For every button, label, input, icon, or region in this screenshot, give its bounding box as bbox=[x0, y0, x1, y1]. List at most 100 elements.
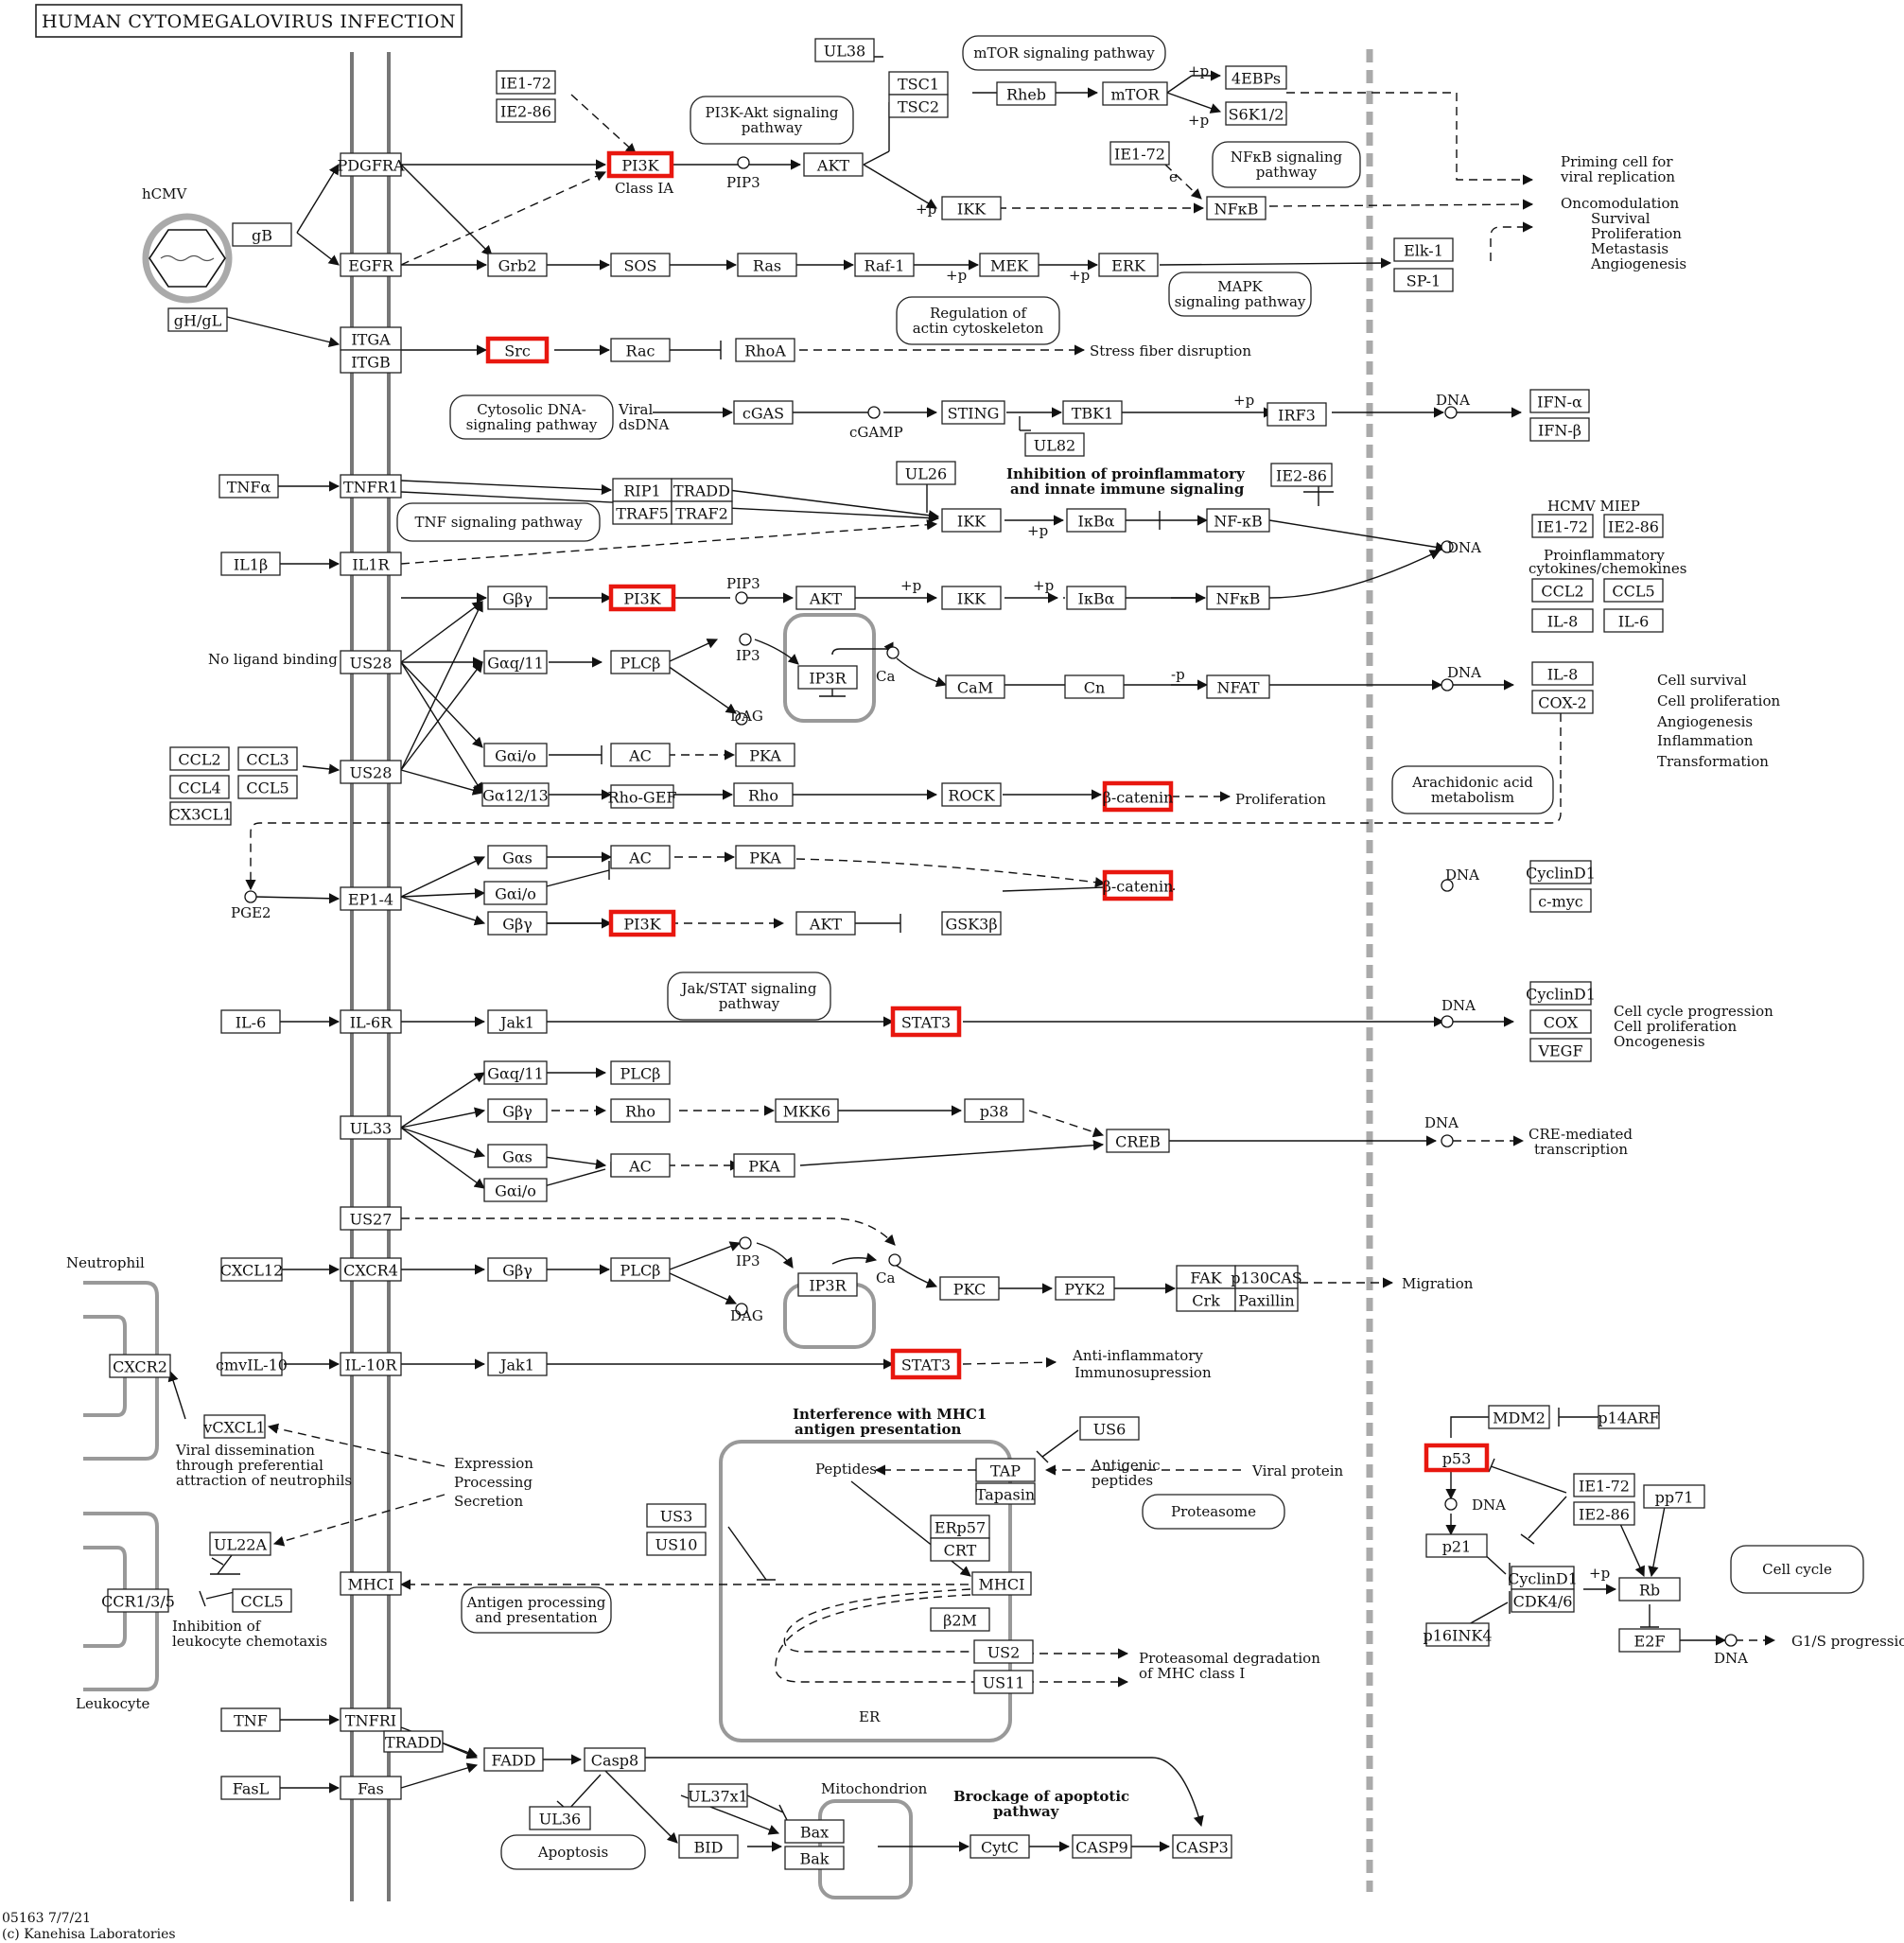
gene-ie1-72b[interactable]: IE1-72 bbox=[1109, 141, 1170, 166]
gene-cxcr4[interactable]: CXCR4 bbox=[340, 1257, 402, 1282]
gene-ul38[interactable]: UL38 bbox=[814, 38, 875, 62]
pathway-proteasome[interactable]: Proteasome bbox=[1142, 1494, 1285, 1530]
gene-e2f[interactable]: E2F bbox=[1618, 1628, 1681, 1653]
gene-crk[interactable]: Crk bbox=[1176, 1287, 1236, 1312]
gene-mhci-er[interactable]: MHCI bbox=[971, 1571, 1032, 1596]
gene-4ebps[interactable]: 4EBPs bbox=[1225, 65, 1287, 90]
gene-cytc[interactable]: CytC bbox=[969, 1834, 1030, 1859]
gene-tradd-2[interactable]: TRADD bbox=[383, 1730, 444, 1753]
gene-ac-3[interactable]: AC bbox=[610, 1153, 671, 1178]
gene-grb2[interactable]: Grb2 bbox=[487, 253, 548, 277]
gene-gby-3[interactable]: Gβγ bbox=[487, 1098, 548, 1123]
gene-casp3[interactable]: CASP3 bbox=[1172, 1834, 1232, 1859]
gene-pkc[interactable]: PKC bbox=[939, 1276, 1000, 1301]
gene-il-10r[interactable]: IL-10R bbox=[340, 1352, 402, 1376]
gene-ep1-4[interactable]: EP1-4 bbox=[340, 886, 402, 911]
gene-pka-3[interactable]: PKA bbox=[733, 1153, 795, 1178]
gene-tbk1[interactable]: TBK1 bbox=[1062, 400, 1123, 425]
gene-p130cas[interactable]: p130CAS bbox=[1231, 1265, 1302, 1289]
pathway-dna[interactable]: Cytosolic DNA-signaling pathway bbox=[449, 394, 614, 440]
gene-pi3k-1[interactable]: PI3K bbox=[606, 150, 674, 179]
gene-cxcr2[interactable]: CXCR2 bbox=[109, 1354, 171, 1378]
gene-us11[interactable]: US11 bbox=[973, 1670, 1034, 1694]
gene-bax[interactable]: Bax bbox=[784, 1819, 845, 1844]
gene-p53[interactable]: p53 bbox=[1424, 1443, 1490, 1473]
gene-pp71[interactable]: pp71 bbox=[1643, 1484, 1705, 1509]
gene-itga[interactable]: ITGA bbox=[340, 326, 402, 351]
pathway-tnf[interactable]: TNF signaling pathway bbox=[396, 502, 601, 542]
gene-bak[interactable]: Bak bbox=[784, 1846, 845, 1870]
gene-tap[interactable]: TAP bbox=[975, 1458, 1036, 1482]
gene-gby-1[interactable]: Gβγ bbox=[487, 586, 548, 610]
gene-ul37x1[interactable]: UL37x1 bbox=[688, 1783, 748, 1808]
gene-gai-1[interactable]: Gαi/o bbox=[483, 743, 548, 767]
gene-p21[interactable]: p21 bbox=[1425, 1533, 1488, 1558]
gene-ul33[interactable]: UL33 bbox=[340, 1115, 402, 1140]
gene-plcb-2[interactable]: PLCβ bbox=[610, 1060, 671, 1085]
gene-cyclind1-2[interactable]: CyclinD1 bbox=[1526, 981, 1596, 1006]
gene-erk[interactable]: ERK bbox=[1098, 253, 1159, 277]
gene-gsk3b[interactable]: GSK3β bbox=[941, 911, 1002, 936]
gene-gby-2[interactable]: Gβγ bbox=[487, 911, 548, 936]
gene-casp9[interactable]: CASP9 bbox=[1072, 1834, 1132, 1859]
gene-fas[interactable]: Fas bbox=[340, 1776, 402, 1800]
gene-cxcl12[interactable]: CXCL12 bbox=[220, 1257, 284, 1282]
gene-us3[interactable]: US3 bbox=[646, 1503, 707, 1528]
gene-rock[interactable]: ROCK bbox=[941, 782, 1002, 807]
gene-s6k1-2[interactable]: S6K1/2 bbox=[1225, 101, 1287, 126]
gene-itgb[interactable]: ITGB bbox=[340, 349, 402, 374]
gene-tnfa[interactable]: TNFα bbox=[218, 474, 279, 499]
gene-elk-1[interactable]: Elk-1 bbox=[1393, 237, 1454, 262]
gene-tsc2[interactable]: TSC2 bbox=[888, 94, 949, 118]
gene-gaq11-2[interactable]: Gαq/11 bbox=[483, 1060, 548, 1085]
gene-ikba-2[interactable]: IκBα bbox=[1066, 586, 1127, 610]
gene-ikk-3[interactable]: IKK bbox=[941, 586, 1002, 610]
gene-cgas[interactable]: cGAS bbox=[733, 400, 794, 425]
gene-mhci-m[interactable]: MHCI bbox=[340, 1571, 402, 1596]
gene-ie1-72a[interactable]: IE1-72 bbox=[496, 70, 556, 95]
gene-akt-3[interactable]: AKT bbox=[795, 911, 856, 936]
gene-ul22a[interactable]: UL22A bbox=[209, 1532, 271, 1556]
gene-akt-2[interactable]: AKT bbox=[795, 586, 856, 610]
gene-us6[interactable]: US6 bbox=[1079, 1416, 1140, 1441]
gene-ie1-72c[interactable]: IE1-72 bbox=[1531, 514, 1594, 538]
gene-casp8[interactable]: Casp8 bbox=[584, 1747, 646, 1772]
gene-cdk46[interactable]: CDK4/6 bbox=[1511, 1588, 1575, 1613]
gene-ccl3[interactable]: CCL3 bbox=[237, 746, 298, 771]
gene-ccl5-l[interactable]: CCL5 bbox=[237, 775, 298, 799]
gene-mek[interactable]: MEK bbox=[979, 253, 1039, 277]
gene-gai-2[interactable]: Gαi/o bbox=[483, 881, 548, 905]
gene-ie2-86b[interactable]: IE2-86 bbox=[1270, 463, 1333, 487]
gene-ac-1[interactable]: AC bbox=[610, 743, 671, 767]
gene-tradd-1[interactable]: TRADD bbox=[671, 478, 733, 502]
gene-stat3-2[interactable]: STAT3 bbox=[890, 1348, 962, 1380]
gene-ccl2-r[interactable]: CCL2 bbox=[1531, 578, 1594, 603]
gene-p38[interactable]: p38 bbox=[964, 1098, 1024, 1123]
gene-stat3-1[interactable]: STAT3 bbox=[890, 1006, 962, 1038]
gene-ip3r-1[interactable]: IP3R bbox=[797, 665, 858, 690]
gene-rb[interactable]: Rb bbox=[1618, 1577, 1681, 1602]
gene-us2[interactable]: US2 bbox=[973, 1639, 1034, 1664]
gene-il-6-l[interactable]: IL-6 bbox=[220, 1009, 281, 1034]
gene-jak1-2[interactable]: Jak1 bbox=[487, 1352, 548, 1376]
gene-ul82[interactable]: UL82 bbox=[1024, 432, 1085, 457]
gene-irf3[interactable]: IRF3 bbox=[1266, 402, 1327, 427]
gene-ie2-86d[interactable]: IE2-86 bbox=[1573, 1501, 1635, 1526]
gene-rac[interactable]: Rac bbox=[610, 338, 671, 362]
gene-tapasin[interactable]: Tapasin bbox=[975, 1482, 1036, 1505]
gene-gby-4[interactable]: Gβγ bbox=[487, 1257, 548, 1282]
gene-ul26[interactable]: UL26 bbox=[896, 461, 956, 485]
gene-bcat-1[interactable]: β-catenin bbox=[1103, 780, 1174, 813]
gene-gb[interactable]: gB bbox=[232, 222, 292, 247]
gene-pi3k-3[interactable]: PI3K bbox=[608, 909, 676, 937]
gene-pyk2[interactable]: PYK2 bbox=[1055, 1276, 1115, 1301]
gene-pka-2[interactable]: PKA bbox=[735, 845, 795, 869]
gene-ul36[interactable]: UL36 bbox=[529, 1806, 591, 1830]
gene-ac-2[interactable]: AC bbox=[610, 845, 671, 869]
gene-ifn-b[interactable]: IFN-β bbox=[1529, 417, 1590, 442]
gene-rho-1[interactable]: Rho bbox=[733, 782, 794, 807]
gene-ie2-86a[interactable]: IE2-86 bbox=[496, 98, 556, 123]
gene-tsc1[interactable]: TSC1 bbox=[888, 71, 949, 96]
